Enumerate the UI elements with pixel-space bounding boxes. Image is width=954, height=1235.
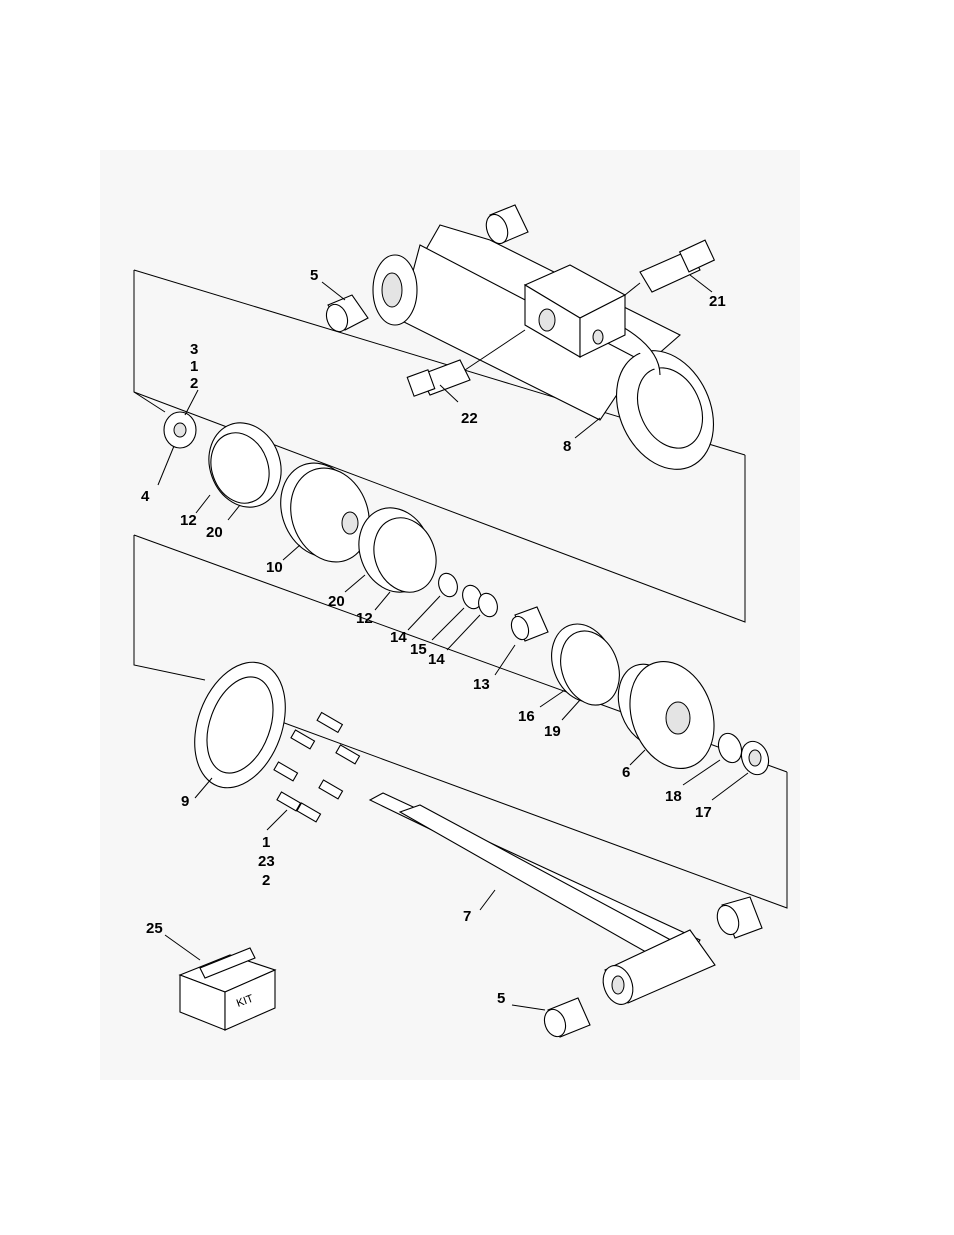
callout-3: 3 (190, 341, 198, 358)
piston-rod (368, 792, 716, 1005)
callout-12-left: 12 (180, 512, 197, 529)
seal-rings-16-19 (551, 623, 620, 706)
callout-10: 10 (266, 559, 283, 576)
callout-7: 7 (463, 908, 471, 925)
callout-21: 21 (709, 293, 726, 310)
callout-25: 25 (146, 920, 163, 937)
leader-lines (157, 274, 749, 1011)
callout-23: 23 (258, 853, 275, 870)
callout-20-right: 20 (328, 593, 345, 610)
bushing-5-top (325, 294, 369, 333)
callout-12-right: 12 (356, 610, 373, 627)
o-rings (438, 572, 498, 618)
valve-block (523, 264, 627, 358)
callout-13: 13 (473, 676, 490, 693)
bushing-top-right (485, 204, 529, 245)
callout-14-b: 14 (428, 651, 445, 668)
callout-2-top: 2 (190, 375, 198, 392)
callout-22: 22 (461, 410, 478, 427)
seal-set-left (208, 422, 282, 508)
callout-6: 6 (622, 764, 630, 781)
fitting-22 (406, 329, 526, 397)
kit-box: KIT (178, 947, 277, 1031)
seal-set-right (358, 507, 437, 593)
callout-8: 8 (563, 438, 571, 455)
callout-15: 15 (410, 641, 427, 658)
fitting-21 (624, 239, 716, 296)
callout-numbers: 5 21 3 1 2 22 8 4 12 20 10 20 12 14 15 1… (141, 267, 726, 1007)
bushing-13 (510, 606, 549, 642)
flange-plate (194, 661, 286, 789)
gland-head (617, 660, 715, 770)
cap-screws (273, 711, 361, 823)
piston (280, 462, 370, 563)
callout-5-top: 5 (310, 267, 318, 284)
callout-20-left: 20 (206, 524, 223, 541)
callout-16: 16 (518, 708, 535, 725)
callout-14-a: 14 (390, 629, 407, 646)
bushing-bottom-right (716, 896, 763, 939)
callout-1-top: 1 (190, 358, 198, 375)
lock-nut (163, 411, 197, 449)
callout-17: 17 (695, 804, 712, 821)
callout-18: 18 (665, 788, 682, 805)
callout-19: 19 (544, 723, 561, 740)
callout-4: 4 (141, 488, 150, 505)
callout-9: 9 (181, 793, 189, 810)
callout-5-bottom: 5 (497, 990, 505, 1007)
kit-box-label: KIT (235, 993, 255, 1010)
bushing-5-bottom (543, 997, 591, 1038)
rod-seals (717, 732, 770, 776)
callout-1-bottom: 1 (262, 834, 270, 851)
callout-2-bottom: 2 (262, 872, 270, 889)
